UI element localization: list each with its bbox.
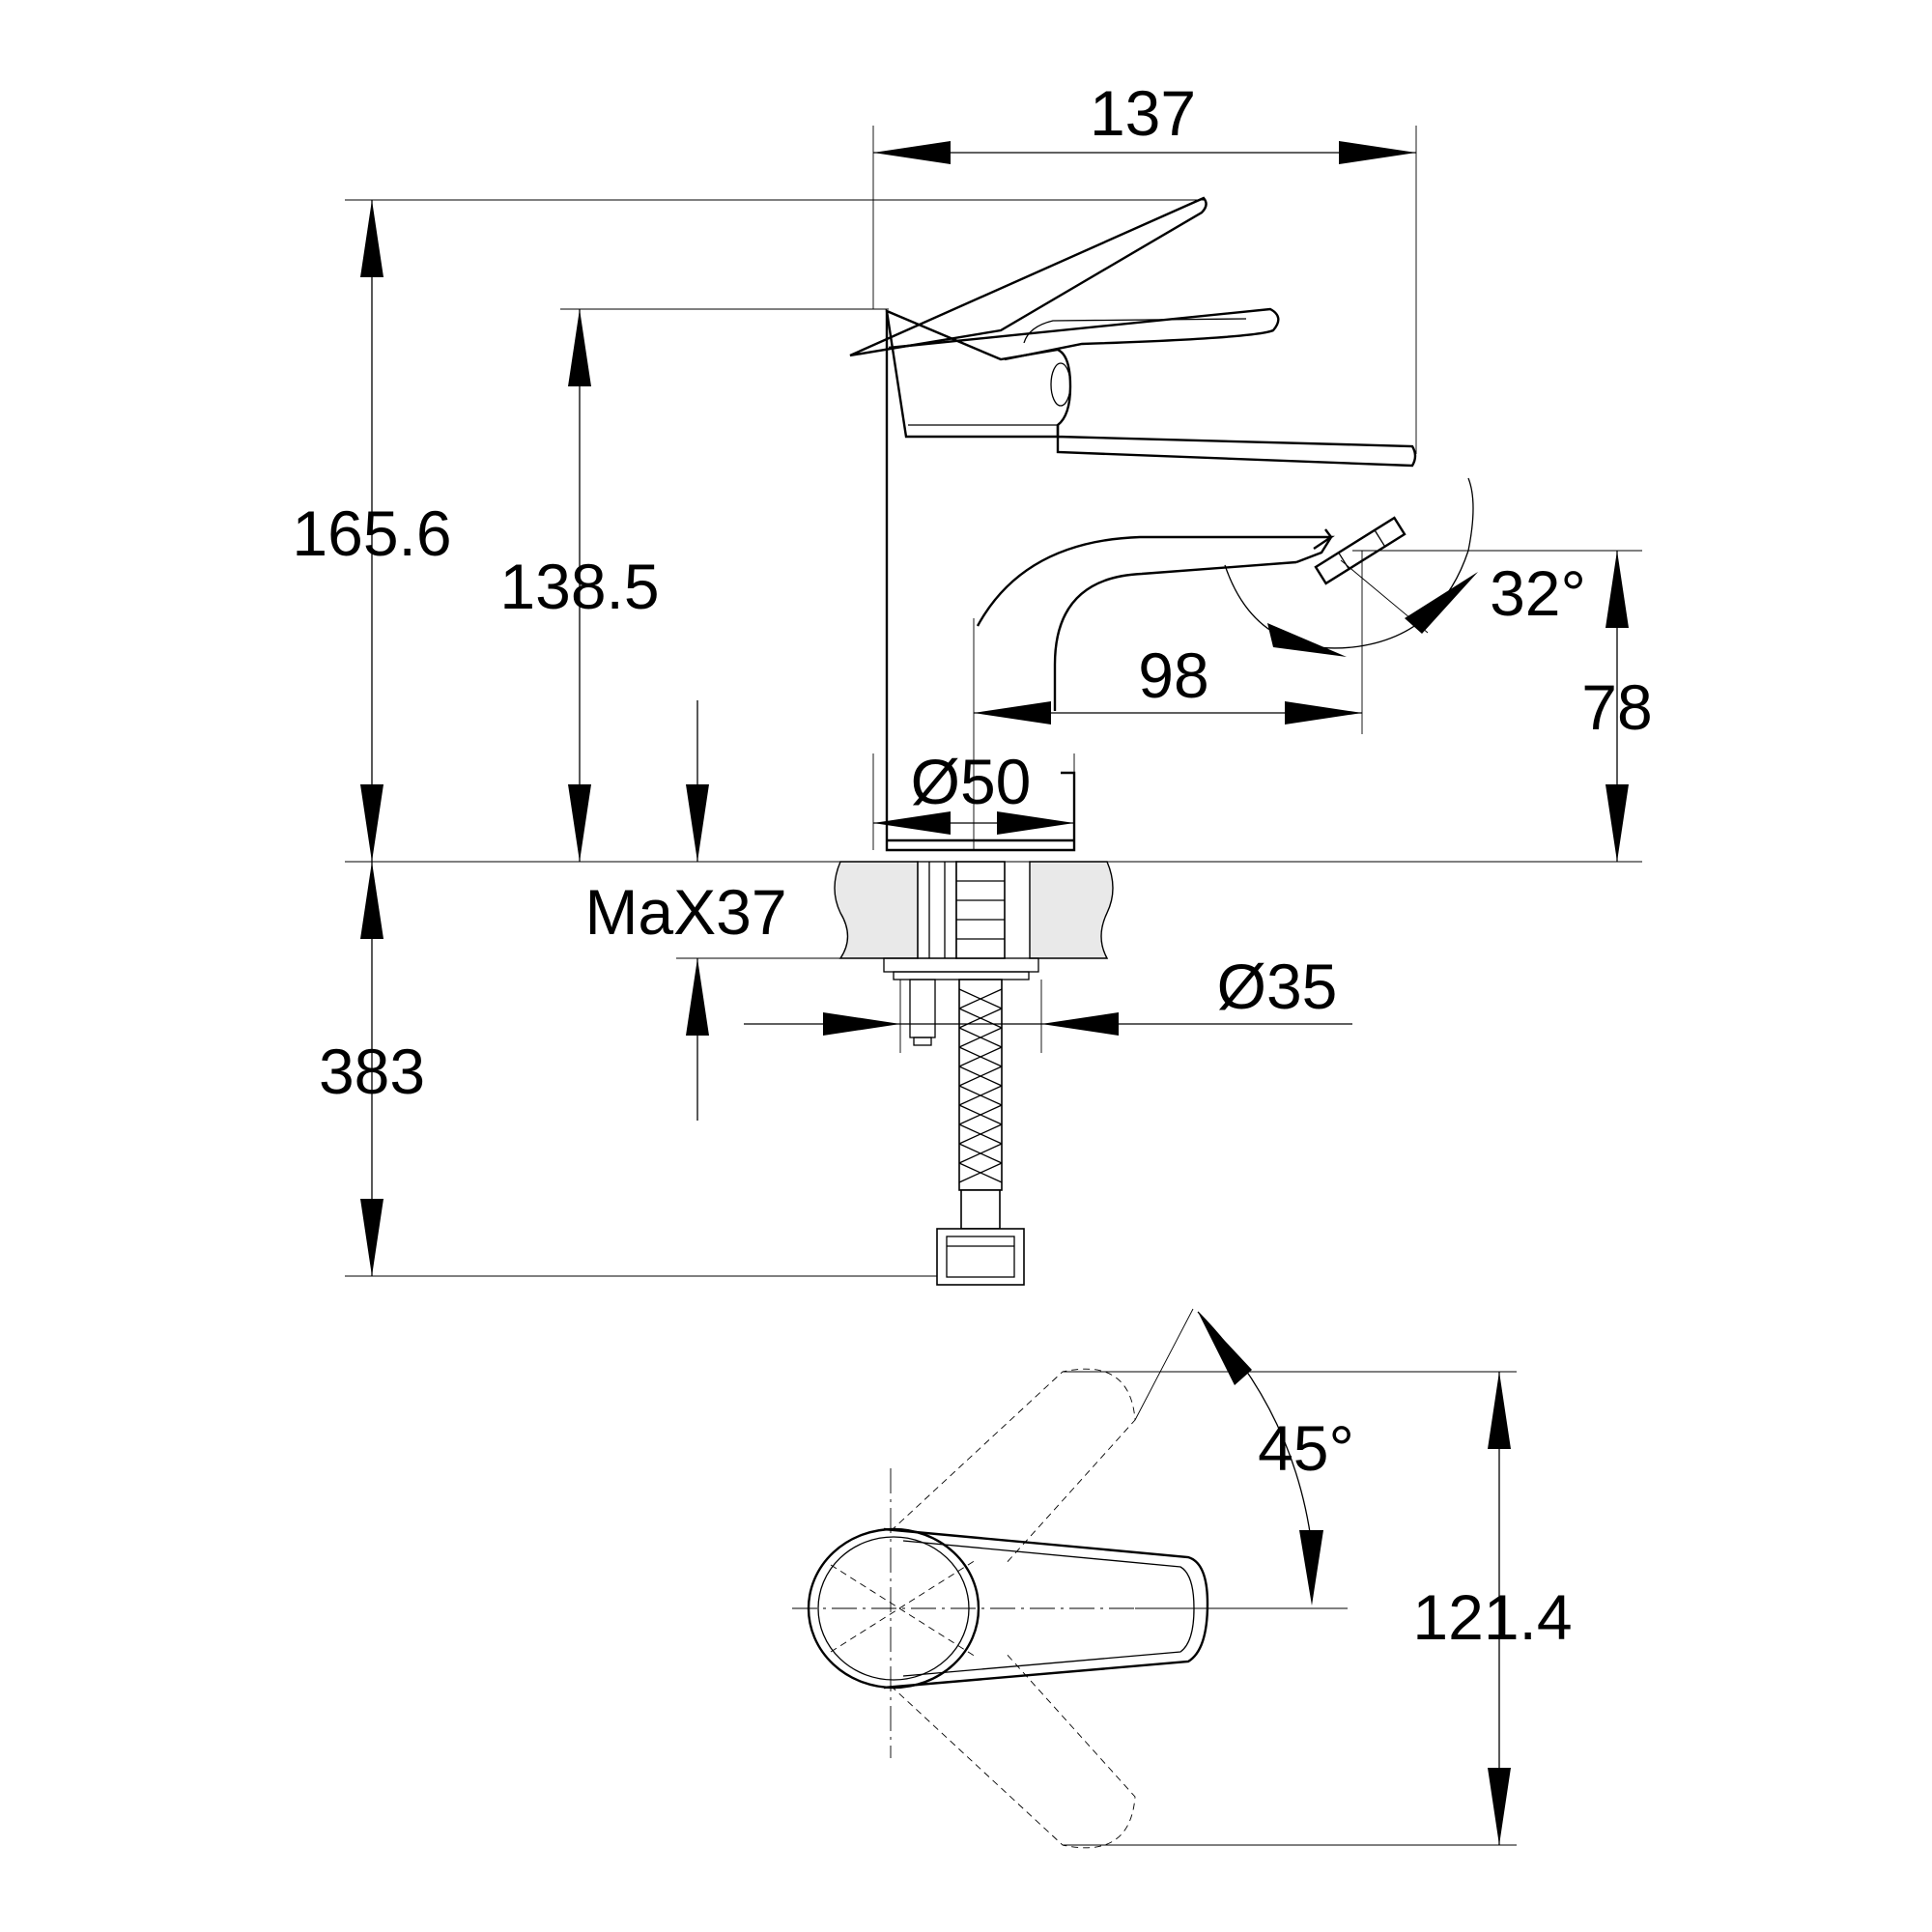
dim-total-height: 165.6 (292, 497, 451, 569)
fixing-washer (893, 971, 1030, 980)
dim-spout-height: 138.5 (499, 551, 659, 622)
dim-handle-depth: 121.4 (1412, 1581, 1572, 1653)
handle-ghost-up (890, 1368, 1136, 1566)
handle-ghost-down (890, 1651, 1136, 1849)
dim-spout-reach: 98 (1138, 639, 1208, 711)
spout-lower (1053, 560, 1297, 711)
aerator-swing-arc (1224, 477, 1474, 649)
lever-handle-mid (888, 307, 1280, 361)
countertop-left (834, 861, 919, 959)
flexible-hose (936, 979, 1025, 1286)
dim-handle-rotation: 45° (1258, 1412, 1354, 1484)
spout-nose (1295, 528, 1333, 564)
dim-body-diameter: Ø50 (911, 746, 1032, 817)
handle-pivot (1050, 362, 1071, 407)
lever-handle-top (849, 196, 1208, 357)
fixing-plate (883, 957, 1039, 973)
plan-lever (883, 1527, 1209, 1690)
fixing-bolt (909, 979, 936, 1038)
countertop-right (1029, 861, 1114, 959)
faucet-side-view (849, 196, 1474, 852)
dim-deck-thickness: MaX37 (584, 876, 786, 948)
threaded-shank (917, 861, 957, 959)
hose-connector (955, 861, 1006, 959)
fixing-bolt-end (913, 1037, 932, 1046)
cartridge-cap (885, 309, 1072, 439)
spout-upper (976, 535, 1335, 627)
dim-overall-width: 137 (1090, 77, 1196, 149)
faucet-plan-view (792, 1308, 1517, 1849)
dimension-labels: 137 165.6 138.5 78 98 Ø50 MaX37 383 Ø35 … (292, 77, 1652, 1653)
dimension-lines (345, 126, 1642, 1277)
countertop-section (834, 861, 1114, 1046)
dim-shank-diameter: Ø35 (1217, 951, 1338, 1022)
dim-aerator-angle: 32° (1490, 557, 1586, 629)
hose-ferrule (960, 1189, 1001, 1230)
handle-front-plate (1056, 425, 1417, 468)
dim-hose-length: 383 (319, 1036, 425, 1107)
plan-base-inner (817, 1536, 970, 1681)
hose-nut (936, 1228, 1025, 1286)
aerator (1314, 516, 1406, 585)
dim-outlet-height: 78 (1581, 671, 1652, 743)
lever-handle-inner (1023, 318, 1247, 344)
